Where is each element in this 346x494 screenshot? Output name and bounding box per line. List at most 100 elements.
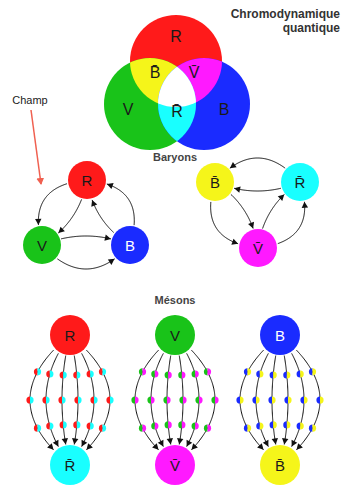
color-dot-half	[50, 370, 54, 377]
field-line-path	[231, 194, 253, 228]
field-line	[82, 353, 98, 446]
arrow-head	[58, 227, 65, 233]
charge-letter: R	[65, 328, 76, 343]
color-dot-half	[30, 396, 34, 403]
cyan-overlap	[158, 58, 250, 150]
color-dot-half	[94, 396, 98, 403]
color-dot-half	[110, 396, 114, 403]
color-dot-half	[320, 396, 324, 403]
color-dot-half	[46, 396, 50, 403]
color-dot-half	[204, 425, 208, 432]
color-dot-half	[312, 368, 316, 375]
field-line	[268, 356, 278, 445]
field-line	[91, 200, 113, 233]
circle-fill	[196, 163, 234, 201]
color-dot-half	[287, 371, 291, 378]
color-dot-half	[151, 370, 155, 377]
arrow-head	[187, 440, 193, 447]
arrow-head	[177, 438, 183, 444]
color-charge-circle: B	[260, 315, 300, 355]
color-dot-half	[192, 422, 196, 429]
arrow-head	[108, 259, 115, 265]
color-dot-half	[240, 396, 244, 403]
color-charge-circle: B̄	[196, 163, 234, 201]
arrow-head	[107, 183, 114, 189]
field-line-path	[74, 356, 78, 445]
arrow-head	[82, 440, 88, 447]
arrow-head	[234, 186, 241, 192]
color-dot-half	[272, 396, 276, 403]
color-dot-half	[106, 396, 110, 403]
arrow-head	[231, 239, 238, 245]
field-line	[252, 353, 268, 446]
arrow-head	[230, 162, 237, 168]
color-dot-half	[90, 370, 94, 377]
color-dot-half	[102, 425, 106, 432]
charge-letter: B̄	[210, 175, 220, 190]
color-dot-half	[58, 396, 62, 403]
color-dot-half	[252, 396, 256, 403]
color-dot-half	[167, 396, 171, 403]
color-dot-half	[183, 396, 187, 403]
color-dot-half	[283, 421, 287, 428]
color-dot-half	[139, 425, 143, 432]
arrow-head	[296, 443, 302, 450]
color-dot-half	[165, 421, 169, 428]
color-dot-half	[260, 370, 264, 377]
charge-letter: B	[275, 328, 285, 343]
charge-letter: B̄	[275, 458, 285, 473]
field-line	[278, 202, 308, 244]
color-dot-half	[207, 368, 211, 375]
color-dot-half	[297, 370, 301, 377]
charge-letter: B	[219, 102, 230, 118]
color-dot-half	[151, 422, 155, 429]
field-line-path	[230, 158, 285, 168]
color-dot-half	[256, 370, 260, 377]
color-dot-half	[60, 421, 64, 428]
field-line-path	[135, 350, 159, 450]
color-dot-half	[87, 370, 91, 377]
color-dot-half	[248, 368, 252, 375]
field-line-path	[86, 350, 110, 450]
color-dot-half	[168, 371, 172, 378]
field-line-path	[191, 350, 215, 450]
field-line	[292, 353, 308, 446]
section-label: Mésons	[155, 295, 196, 306]
field-line	[231, 194, 254, 228]
magenta-overlap	[158, 58, 250, 150]
venn-circle: R	[130, 15, 222, 107]
color-dot-half	[63, 371, 67, 378]
arrow-head	[257, 443, 263, 450]
field-line	[163, 356, 173, 445]
field-line	[211, 202, 238, 245]
field-line	[177, 356, 187, 445]
field-line	[26, 350, 53, 450]
arrow-head	[248, 222, 254, 229]
field-line-path	[62, 356, 66, 445]
field-line-path	[296, 350, 320, 450]
color-dot-half	[102, 368, 106, 375]
field-line-path	[278, 202, 305, 244]
color-dot-half	[74, 396, 78, 403]
color-dot-half	[90, 422, 94, 429]
circle-fill	[50, 445, 90, 485]
arrow-head	[158, 440, 164, 447]
charge-letter: V̄	[170, 458, 180, 473]
field-line	[42, 353, 58, 446]
color-dot-half	[42, 396, 46, 403]
color-dot-half	[131, 396, 135, 403]
color-dot-half	[63, 421, 67, 428]
field-line	[230, 158, 285, 168]
field-line	[296, 350, 323, 450]
color-dot-half	[300, 422, 304, 429]
circle-fill	[281, 163, 319, 201]
arrow-head	[278, 194, 285, 200]
charge-letter: R̄	[65, 458, 76, 473]
color-dot-half	[26, 396, 30, 403]
color-dot-half	[300, 370, 304, 377]
field-line-path	[57, 259, 114, 269]
circle-fill	[260, 445, 300, 485]
color-charge-circle: R̄	[281, 163, 319, 201]
color-dot-half	[178, 371, 182, 378]
color-dot-half	[244, 368, 248, 375]
